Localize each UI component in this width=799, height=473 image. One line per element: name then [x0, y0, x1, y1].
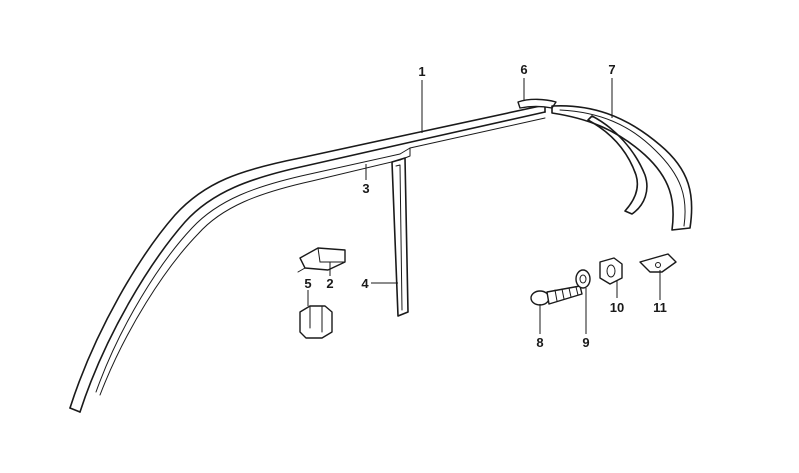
callout-11: 11 — [653, 300, 667, 315]
callout-4: 4 — [361, 276, 369, 291]
clip-part-2[interactable] — [297, 247, 346, 273]
callout-10: 10 — [610, 300, 624, 315]
grommet-part-10[interactable] — [599, 257, 623, 285]
washer-part-9[interactable] — [575, 269, 591, 289]
callout-8: 8 — [536, 335, 543, 350]
callout-1: 1 — [418, 64, 425, 79]
rear-molding-part-7[interactable] — [551, 104, 693, 231]
end-cap-part-6[interactable] — [517, 98, 557, 109]
callout-2: 2 — [326, 276, 333, 291]
pillar-strip-part-4[interactable] — [391, 157, 409, 317]
callout-5: 5 — [304, 276, 311, 291]
callout-3: 3 — [362, 181, 369, 196]
bracket-part-5[interactable] — [299, 305, 333, 339]
callout-7: 7 — [608, 62, 615, 77]
screw-part-8[interactable] — [530, 285, 583, 306]
callout-6: 6 — [520, 62, 527, 77]
leader-lines — [307, 78, 661, 334]
bracket-part-11[interactable] — [639, 253, 677, 273]
callout-9: 9 — [582, 335, 589, 350]
